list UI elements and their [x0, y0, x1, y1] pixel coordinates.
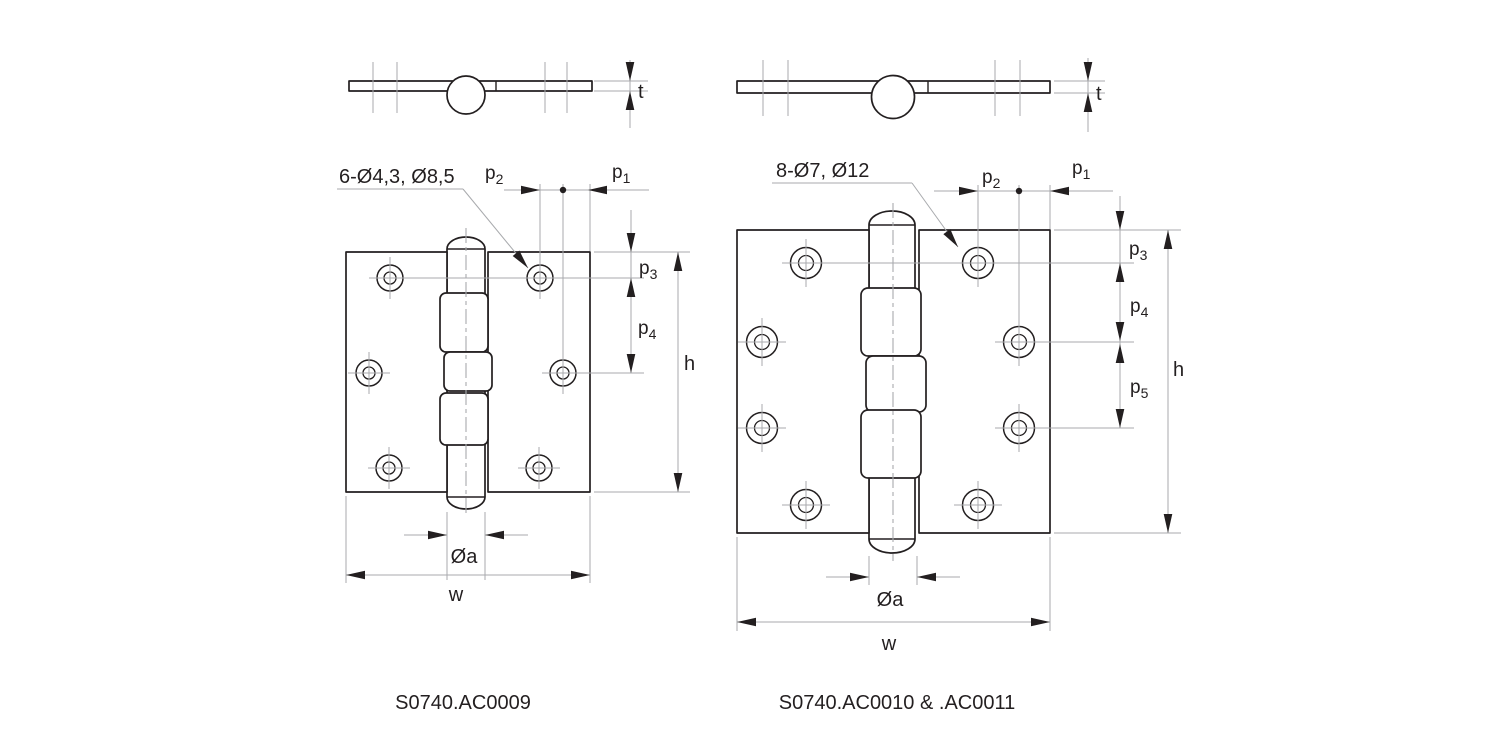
screw-hole	[368, 447, 410, 489]
arrowhead	[626, 233, 636, 252]
arrowhead	[1163, 230, 1173, 249]
dim-label-p5-right: p5	[1130, 377, 1149, 401]
right-top-knuckle-barrel	[870, 74, 916, 120]
arrowhead	[1115, 409, 1125, 428]
arrowhead	[346, 570, 365, 580]
screw-hole	[518, 447, 560, 489]
screw-hole	[954, 481, 1002, 529]
arrowhead	[485, 530, 504, 540]
screw-hole	[995, 404, 1043, 452]
right-chain-dot	[1015, 187, 1023, 195]
dim-label-p1-right: p1	[1072, 158, 1091, 182]
arrowhead	[1115, 263, 1125, 282]
arrowhead	[673, 252, 683, 271]
arrowhead	[625, 62, 635, 81]
right-knuckle-1	[860, 287, 922, 357]
left-top-knuckle-barrel	[446, 75, 486, 115]
arrowhead	[626, 278, 636, 297]
dimension-arrowheads	[346, 62, 1173, 627]
part-geometry	[345, 74, 1051, 554]
right-leaf-a	[736, 229, 870, 534]
right-knuckle-2	[865, 355, 927, 413]
arrowhead	[1050, 186, 1069, 196]
arrowhead	[521, 185, 540, 195]
dim-label-p2-left: p2	[485, 163, 504, 187]
right-hinge-front-view	[736, 210, 1051, 554]
arrowhead	[1031, 617, 1050, 627]
arrowhead	[512, 250, 528, 268]
arrowhead	[588, 185, 607, 195]
dim-label-h-left: h	[684, 353, 695, 375]
dim-label-p4-right: p4	[1130, 296, 1149, 320]
right-hole-callout: 8-Ø7, Ø12	[776, 160, 869, 182]
arrowhead	[571, 570, 590, 580]
screw-hole	[542, 352, 584, 394]
left-chain-dot	[559, 186, 567, 194]
left-knuckle-2	[443, 351, 493, 392]
chain-dots	[559, 186, 1023, 195]
dimension-lines	[337, 58, 1181, 631]
right-part-number: S0740.AC0010 & .AC0011	[779, 692, 1015, 714]
labels: 6-Ø4,3, Ø8,5 p2 p1 p3 p4 h t Øa w S0740.…	[339, 81, 1184, 714]
right-leaf-b	[918, 229, 1051, 534]
dim-label-w-right: w	[881, 633, 897, 655]
screw-hole	[738, 404, 786, 452]
arrowhead	[428, 530, 447, 540]
arrowhead	[673, 473, 683, 492]
arrowhead	[1115, 344, 1125, 363]
dim-label-t-left: t	[638, 81, 644, 103]
dim-label-p1-left: p1	[612, 162, 631, 186]
right-hinge-top-view	[736, 74, 1051, 120]
dim-label-p3-right: p3	[1129, 239, 1148, 263]
left-hole-callout: 6-Ø4,3, Ø8,5	[339, 166, 455, 188]
dim-label-w-left: w	[448, 584, 464, 606]
left-part-number: S0740.AC0009	[395, 692, 531, 714]
arrowhead	[1163, 514, 1173, 533]
dim-label-p3-left: p3	[639, 258, 658, 282]
arrowhead	[943, 229, 958, 247]
arrowhead	[917, 572, 936, 582]
arrowhead	[850, 572, 869, 582]
arrowhead	[626, 354, 636, 373]
dim-label-h-right: h	[1173, 359, 1184, 381]
right-knuckle-3	[860, 409, 922, 479]
screw-hole	[995, 318, 1043, 366]
left-knuckle-3	[439, 392, 489, 446]
screw-hole	[738, 318, 786, 366]
dim-label-t-right: t	[1096, 83, 1102, 105]
dim-label-dia-a-right: Øa	[877, 589, 905, 611]
arrowhead	[1083, 93, 1093, 112]
arrowhead	[1115, 211, 1125, 230]
screw-hole	[348, 352, 390, 394]
pin-centerlines	[465, 203, 894, 561]
left-hinge-top-view	[348, 75, 593, 115]
arrowhead	[1115, 322, 1125, 341]
arrowhead	[1083, 62, 1093, 81]
dim-label-p4-left: p4	[638, 318, 657, 342]
dim-label-dia-a-left: Øa	[451, 546, 479, 568]
arrowhead	[737, 617, 756, 627]
left-knuckle-1	[439, 292, 489, 353]
screw-hole	[782, 481, 830, 529]
screw-holes	[348, 239, 1043, 529]
dim-label-p2-right: p2	[982, 167, 1001, 191]
arrowhead	[625, 91, 635, 110]
arrowhead	[959, 186, 978, 196]
